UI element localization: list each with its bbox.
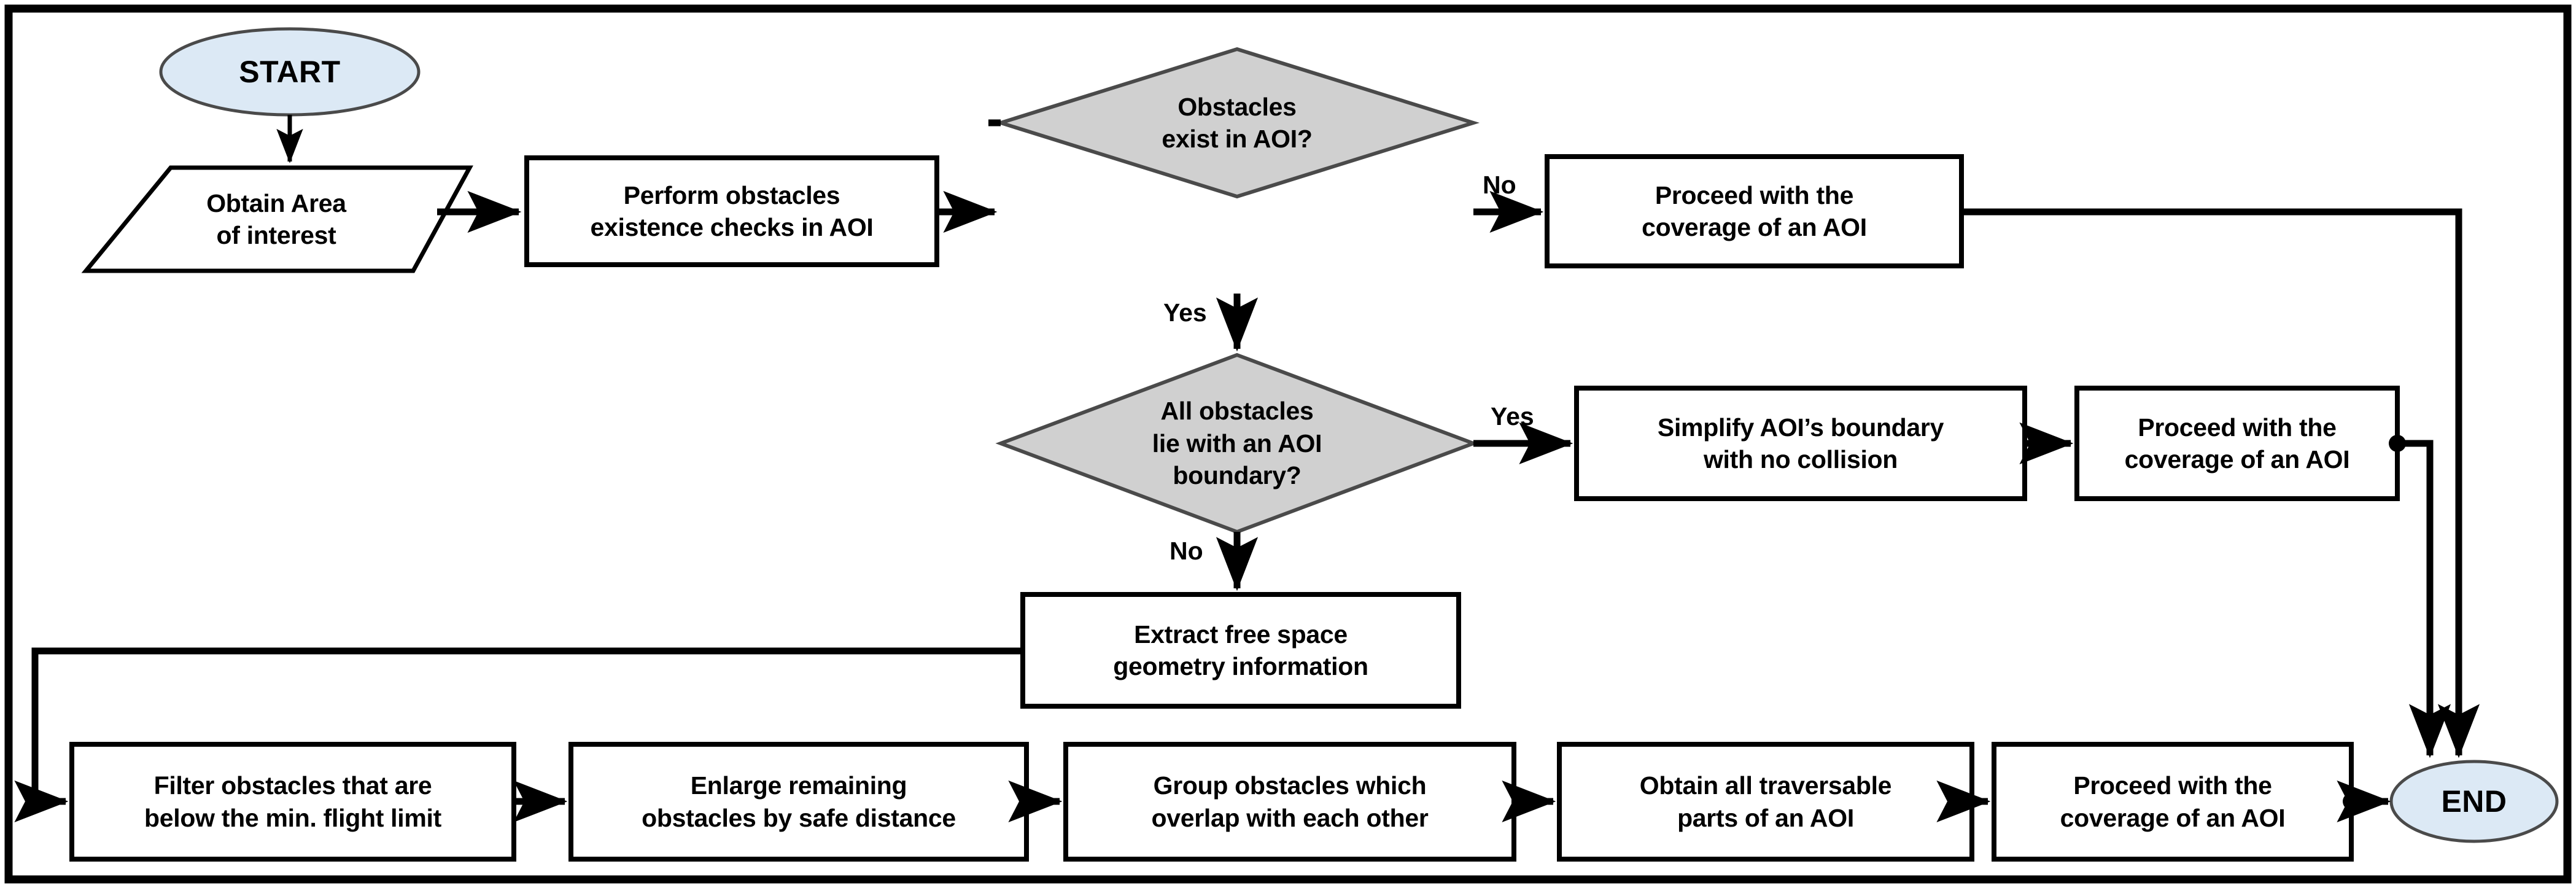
node-start [159,27,421,117]
node-all-in-boundary [995,352,1479,534]
node-proceed-mid [2074,386,2400,501]
node-enlarge-obstacles [568,742,1029,862]
node-group-obstacles [1063,742,1516,862]
node-extract-free-space [1020,592,1461,709]
node-obstacles-exist [994,47,1480,199]
node-simplify-boundary [1574,386,2027,501]
edge-extract-to-filter-obstacles [14,647,1023,823]
node-proceed-bottom [1992,742,2354,862]
node-obtain-area [81,165,473,273]
diagram-frame [4,4,2572,884]
junction-proceed-mid-right [2389,435,2406,452]
node-end [2389,760,2559,843]
node-filter-obstacles [69,742,516,862]
junction-proceed-bottom-right [2343,793,2360,810]
node-proceed-top [1545,154,1964,268]
node-obtain-traversable [1557,742,1974,862]
node-perform-checks [524,155,939,267]
edge-proceed-top-to-end [1961,208,2480,758]
edge-proceed-mid-to-end [2397,440,2451,758]
